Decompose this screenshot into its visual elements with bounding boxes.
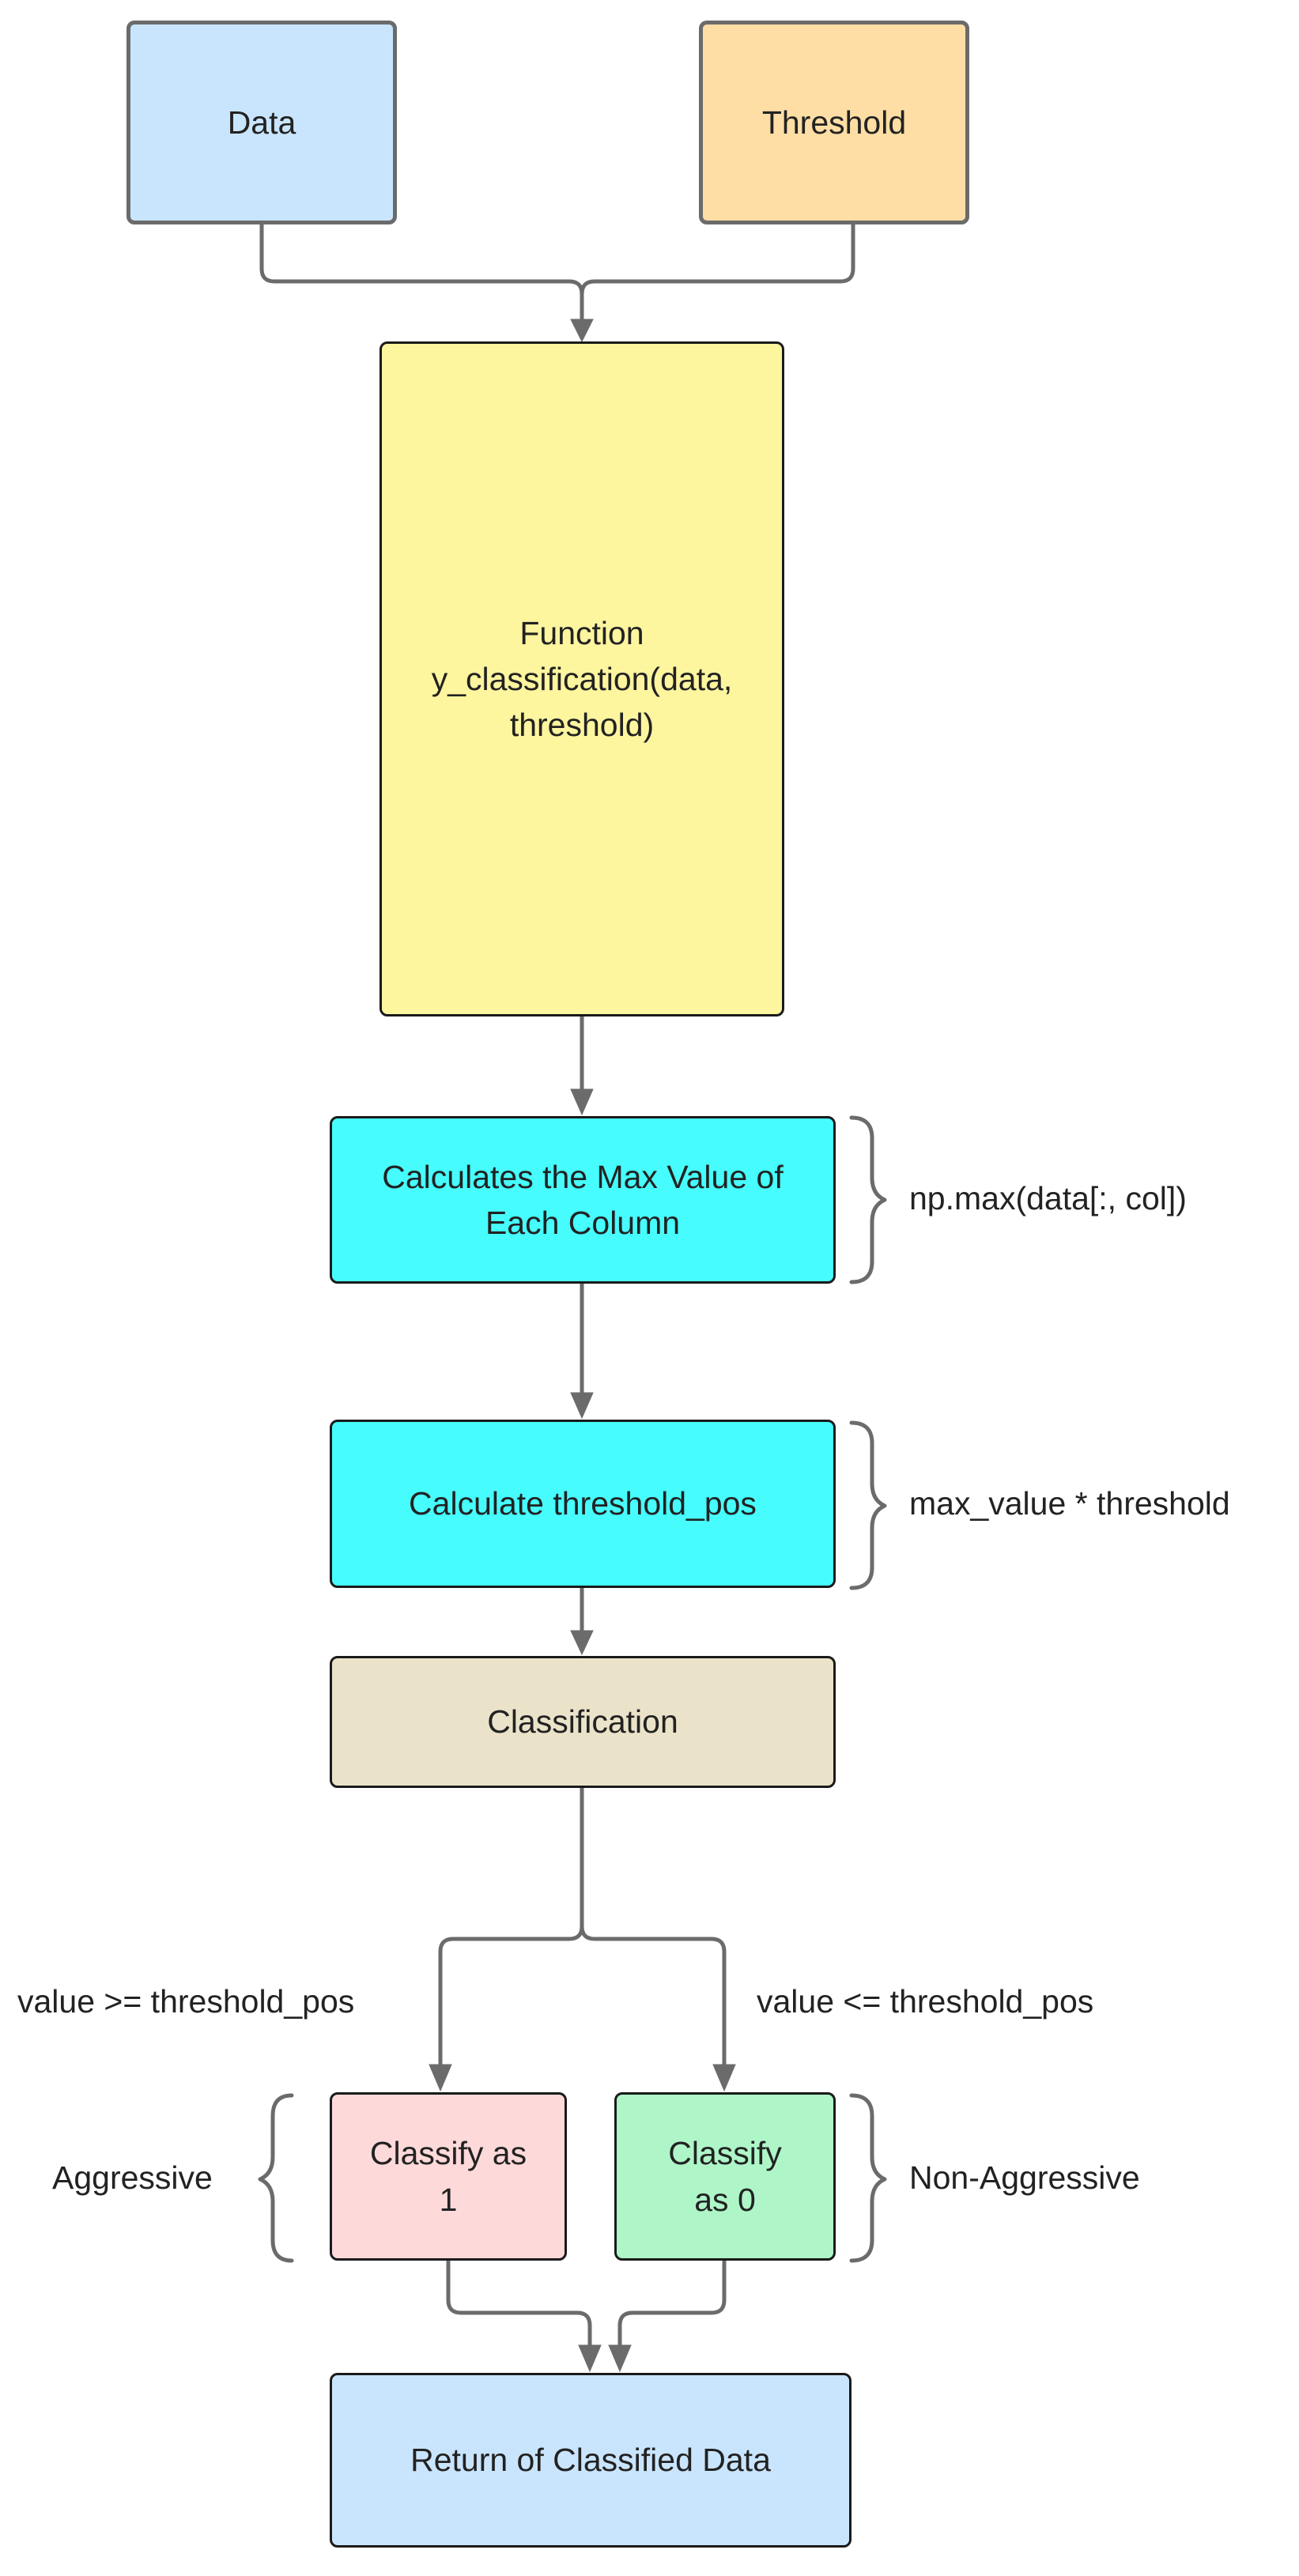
- return-node-label: Return of Classified Data: [410, 2442, 771, 2479]
- function-node-label: Function y_classification(data, threshol…: [432, 610, 733, 749]
- threshold-pos-annotation: max_value * threshold: [909, 1485, 1230, 1522]
- function-node: Function y_classification(data, threshol…: [380, 341, 784, 1016]
- connector-classify1-to-return: [446, 2258, 592, 2348]
- classify-1-node: Classify as 1: [330, 2092, 567, 2261]
- arrowhead-calc-max: [570, 1088, 594, 1116]
- calc-max-annotation: np.max(data[:, col]): [909, 1180, 1187, 1216]
- non-aggressive-label: Non-Aggressive: [909, 2159, 1140, 2196]
- calc-max-node: Calculates the Max Value of Each Column: [330, 1116, 836, 1284]
- classification-node-label: Classification: [487, 1703, 678, 1741]
- connector-classification-split-right: [580, 1924, 727, 2067]
- function-node-line: y_classification(data,: [431, 660, 733, 697]
- calc-max-node-label: Calculates the Max Value of Each Column: [382, 1154, 783, 1246]
- arrowhead-classification: [570, 1630, 594, 1656]
- arrowhead-classify0: [712, 2064, 736, 2092]
- connector-threshold-to-function: [580, 222, 855, 296]
- classify-0-node-line: Classify: [668, 2135, 782, 2172]
- brace-calc-max: [849, 1115, 887, 1284]
- calc-max-node-line: Each Column: [485, 1205, 681, 1241]
- data-node: Data: [127, 21, 397, 224]
- threshold-node-label: Threshold: [761, 104, 907, 141]
- return-node: Return of Classified Data: [330, 2373, 852, 2548]
- connector-data-to-function: [259, 222, 584, 322]
- brace-threshold-pos: [849, 1420, 887, 1590]
- arrowhead-function: [570, 319, 594, 343]
- aggressive-label: Aggressive: [52, 2159, 213, 2196]
- calc-threshold-pos-node: Calculate threshold_pos: [330, 1420, 836, 1588]
- arrowhead-return-right: [608, 2344, 632, 2373]
- classify-0-node-label: Classify as 0: [668, 2130, 782, 2222]
- function-node-line: Function: [519, 614, 644, 651]
- classify-0-node: Classify as 0: [614, 2092, 836, 2261]
- arrowhead-threshold-pos: [570, 1392, 594, 1420]
- function-node-line: threshold): [509, 707, 655, 744]
- classify-1-node-label: Classify as 1: [370, 2130, 527, 2222]
- arrowhead-classify1: [429, 2064, 452, 2092]
- left-condition-label: value >= threshold_pos: [17, 1983, 355, 2020]
- classify-1-node-line: 1: [439, 2181, 458, 2218]
- threshold-node: Threshold: [699, 21, 969, 224]
- brace-aggressive: [258, 2093, 294, 2263]
- classification-node: Classification: [330, 1656, 836, 1788]
- data-node-label: Data: [227, 104, 296, 141]
- classify-1-node-line: Classify as: [369, 2135, 527, 2172]
- arrowhead-return-left: [578, 2344, 602, 2373]
- right-condition-label: value <= threshold_pos: [757, 1983, 1094, 2020]
- brace-non-aggressive: [849, 2093, 887, 2263]
- connector-classify0-to-return: [617, 2258, 727, 2348]
- calc-threshold-pos-node-label: Calculate threshold_pos: [409, 1485, 757, 1522]
- calc-max-node-line: Calculates the Max Value of: [382, 1158, 784, 1195]
- classify-0-node-line: as 0: [694, 2181, 756, 2218]
- connector-classification-split: [438, 1786, 584, 2067]
